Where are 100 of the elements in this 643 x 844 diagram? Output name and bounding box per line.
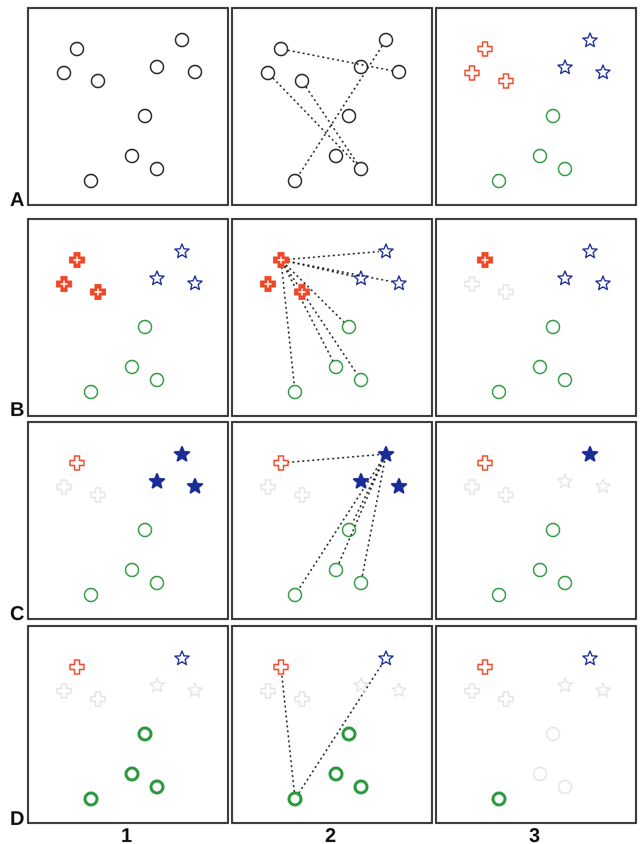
circle-marker — [556, 371, 574, 389]
plot-panel — [27, 421, 229, 620]
cross-marker — [55, 478, 73, 496]
star-marker — [173, 649, 191, 667]
dotted-line — [288, 50, 392, 72]
circle-marker — [377, 31, 395, 49]
circle-marker — [136, 107, 154, 125]
circle-marker — [340, 318, 358, 336]
circle-marker — [490, 586, 508, 604]
circle-marker — [272, 40, 290, 58]
star-marker — [390, 274, 408, 292]
dotted-line — [298, 46, 383, 176]
row-label: B — [10, 400, 24, 420]
circle-marker — [352, 58, 370, 76]
circle-marker — [186, 63, 204, 81]
dotted-line — [351, 460, 384, 524]
circle-marker — [55, 64, 73, 82]
plot-panel — [435, 421, 637, 620]
plot-panel — [231, 421, 433, 620]
circle-marker — [544, 318, 562, 336]
star-marker — [186, 477, 204, 495]
cross-marker — [68, 251, 86, 269]
star-marker — [556, 269, 574, 287]
cross-marker — [272, 251, 290, 269]
circle-marker — [490, 383, 508, 401]
star-marker — [594, 681, 612, 699]
dotted-line — [284, 266, 334, 362]
star-marker — [173, 242, 191, 260]
cross-marker — [293, 283, 311, 301]
circle-marker — [531, 765, 549, 783]
cross-marker — [293, 690, 311, 708]
circle-marker — [352, 371, 370, 389]
circle-marker — [352, 160, 370, 178]
dotted-line — [305, 86, 358, 164]
circle-marker — [286, 172, 304, 190]
column-label: 1 — [121, 826, 132, 844]
plot-panel — [27, 7, 229, 206]
circle-marker — [556, 778, 574, 796]
circle-marker — [82, 172, 100, 190]
circle-marker — [286, 586, 304, 604]
circle-marker — [286, 383, 304, 401]
dotted-line — [280, 674, 296, 792]
star-marker — [594, 274, 612, 292]
circle-marker — [531, 561, 549, 579]
cross-marker — [463, 64, 481, 82]
star-marker — [148, 269, 166, 287]
dotted-line — [284, 265, 358, 375]
circle-marker — [556, 574, 574, 592]
circle-marker — [123, 561, 141, 579]
star-marker — [581, 649, 599, 667]
circle-marker — [544, 725, 562, 743]
circle-marker — [148, 778, 166, 796]
circle-marker — [136, 725, 154, 743]
circle-marker — [352, 574, 370, 592]
dotted-line — [338, 460, 384, 564]
circle-marker — [148, 574, 166, 592]
circle-marker — [148, 160, 166, 178]
row-label: D — [10, 809, 24, 829]
circle-marker — [556, 160, 574, 178]
circle-marker — [327, 358, 345, 376]
star-marker — [186, 274, 204, 292]
star-marker — [377, 445, 395, 463]
cross-marker — [68, 658, 86, 676]
cross-marker — [463, 275, 481, 293]
cross-marker — [55, 682, 73, 700]
circle-marker — [82, 383, 100, 401]
dotted-line — [298, 664, 383, 794]
dotted-line — [272, 77, 357, 165]
dotted-line — [288, 250, 380, 260]
plot-panel — [231, 625, 433, 824]
plot-panel — [231, 7, 433, 206]
star-marker — [390, 477, 408, 495]
star-marker — [148, 676, 166, 694]
circle-marker — [340, 725, 358, 743]
dotted-line — [285, 264, 345, 323]
star-marker — [556, 676, 574, 694]
circle-marker — [544, 107, 562, 125]
circle-marker — [490, 172, 508, 190]
plot-panel — [231, 218, 433, 417]
star-marker — [377, 649, 395, 667]
cross-marker — [272, 658, 290, 676]
star-marker — [581, 445, 599, 463]
star-marker — [594, 63, 612, 81]
cross-marker — [68, 454, 86, 472]
plot-panel — [435, 218, 637, 417]
cross-marker — [293, 486, 311, 504]
circle-marker — [352, 778, 370, 796]
star-marker — [581, 242, 599, 260]
circle-marker — [136, 318, 154, 336]
cross-marker — [497, 486, 515, 504]
circle-marker — [82, 790, 100, 808]
column-label: 2 — [325, 826, 336, 844]
plot-panel — [27, 218, 229, 417]
circle-marker — [531, 147, 549, 165]
circle-marker — [531, 358, 549, 376]
cross-marker — [259, 275, 277, 293]
circle-marker — [544, 521, 562, 539]
plot-panel — [435, 7, 637, 206]
circle-marker — [259, 64, 277, 82]
dotted-line — [288, 454, 380, 464]
